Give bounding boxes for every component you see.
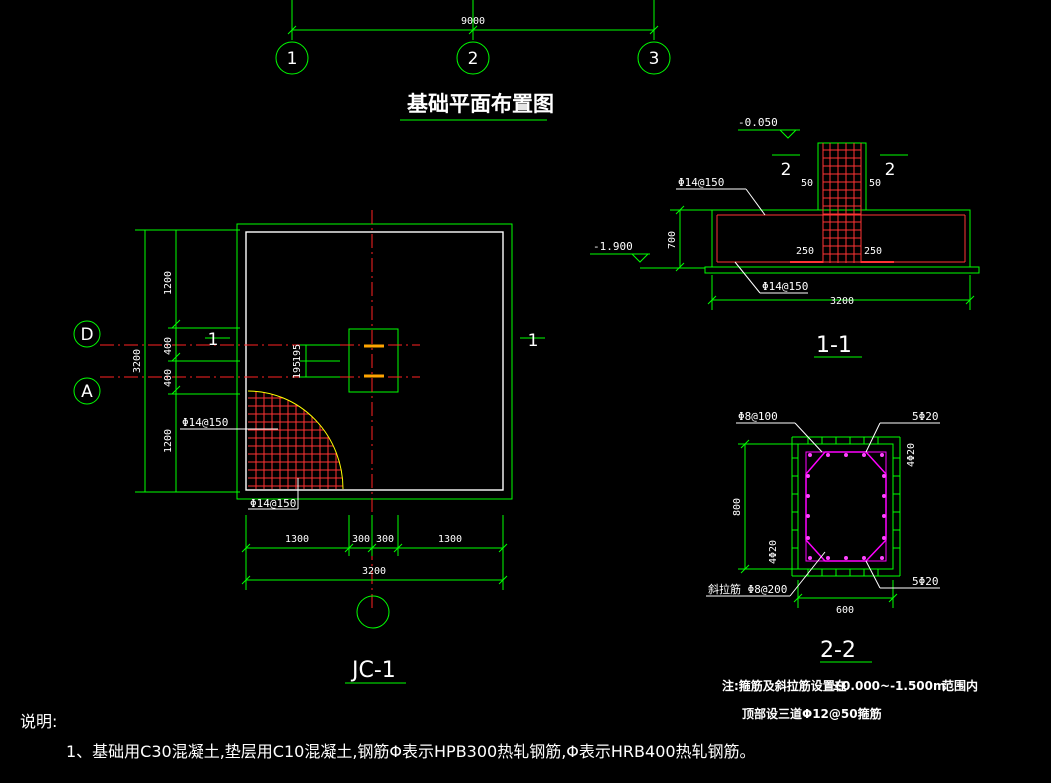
sec22-width-dim: 600: [836, 605, 854, 616]
section-1-1-leaders: [676, 188, 808, 294]
jc1-section-mark-left: 1: [208, 330, 219, 350]
jc1-section-mark-right: 1: [528, 331, 539, 351]
sec11-cut-mark-right: 2: [885, 160, 896, 180]
sec22-side-left-label: 4Φ20: [768, 540, 779, 564]
jc1-dim-1200-top: 1200: [163, 271, 174, 295]
note-line1-c: 范围内: [942, 678, 978, 693]
axis-3-label: 3: [649, 49, 660, 69]
note-line1-a: 注:箍筋及斜拉筋设置在: [722, 678, 847, 693]
sec11-width-dim: 3200: [830, 296, 854, 307]
section-1-1-rebar: [716, 143, 966, 263]
sec11-height-dim: 700: [667, 231, 678, 249]
sec22-side-right-label: 4Φ20: [906, 443, 917, 467]
sec22-top-bars-label: 5Φ20: [912, 410, 939, 423]
section-2-2-bars: [806, 453, 886, 560]
plan-total-dim: 9000: [461, 16, 485, 27]
sec11-inner-right: 250: [864, 246, 882, 257]
axis-1-label: 1: [287, 49, 298, 69]
sec11-cover-left: 50: [801, 178, 813, 189]
sec11-cut-mark-left: 2: [781, 160, 792, 180]
sec22-height-dim: 800: [732, 498, 743, 516]
jc1-dim-total-vertical: 3200: [132, 349, 143, 373]
sec11-rebar-bottom: Φ14@150: [762, 280, 808, 293]
jc1-title: JC-1: [350, 658, 396, 683]
jc1-dim-300-right: 300: [376, 534, 394, 545]
sec11-title: 1-1: [816, 333, 852, 358]
jc1-dim-1300-right: 1300: [438, 534, 462, 545]
explain-item-1: 1、基础用C30混凝土,垫层用C10混凝土,钢筋Φ表示HPB300热轧钢筋,Φ表…: [66, 742, 756, 761]
sec11-rebar-top: Φ14@150: [678, 176, 724, 189]
sec11-level-bottom: -1.900: [593, 240, 633, 253]
jc1-dim-400-bottom: 400: [163, 369, 174, 387]
sec11-inner-left: 250: [796, 246, 814, 257]
jc1-dim-400-top: 400: [163, 337, 174, 355]
jc1-dim-1300-left: 1300: [285, 534, 309, 545]
explain-heading: 说明:: [20, 712, 57, 731]
axis-A-label: A: [81, 382, 93, 402]
jc1-dim-300-left: 300: [352, 534, 370, 545]
jc1-dim-1200-bottom: 1200: [163, 429, 174, 453]
sec22-title: 2-2: [820, 638, 856, 663]
section-2-2: [738, 436, 901, 663]
note-line1-b: ±0.000~-1.500m: [832, 679, 946, 693]
jc1-bottom-dims: [241, 515, 508, 684]
sec11-cover-right: 50: [869, 178, 881, 189]
sec11-level-top: -0.050: [738, 116, 778, 129]
jc1-hatch-edge: [247, 390, 344, 490]
jc1-rebar-bottom-label: Φ14@150: [250, 497, 296, 510]
top-plan: [275, 0, 671, 121]
note-line2: 顶部设三道Φ12@50箍筋: [742, 706, 882, 721]
jc1-col-dim-bottom: 195: [292, 361, 303, 379]
sec22-bottom-bars-label: 5Φ20: [912, 575, 939, 588]
plan-title: 基础平面布置图: [407, 91, 554, 116]
jc1-rebar-leaders: [180, 428, 299, 510]
jc1-dim-total: 3200: [362, 566, 386, 577]
jc1-left-dims: [73, 229, 340, 493]
jc1-footing: [100, 210, 545, 610]
sec22-stirrup-label: Φ8@100: [738, 410, 778, 423]
jc1-col-dim-top: 195: [292, 344, 303, 362]
jc1-rebar-top-label: Φ14@150: [182, 416, 228, 429]
section-2-2-leaders: [706, 422, 940, 597]
axis-2-label: 2: [468, 49, 479, 69]
section-1-1: [590, 129, 980, 358]
axis-D-label: D: [80, 325, 93, 345]
sec22-tie-label: 斜拉筋 Φ8@200: [708, 582, 787, 596]
